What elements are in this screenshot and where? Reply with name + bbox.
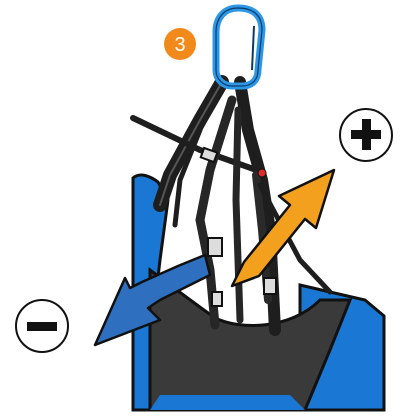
buckle-mid	[212, 292, 222, 306]
step-badge-number: 3	[174, 34, 185, 56]
tighten-arrow	[232, 170, 334, 286]
buckle-red-marker	[258, 169, 266, 177]
plus-badge	[340, 109, 392, 161]
carabiner-icon	[216, 8, 262, 86]
buckle-left	[208, 238, 222, 256]
leg-strap-middle	[236, 110, 240, 320]
minus-badge	[16, 300, 68, 352]
minus-icon	[27, 322, 57, 331]
harness-lower-edge	[150, 395, 305, 410]
step-badge: 3	[164, 28, 196, 60]
buckle-right	[264, 278, 276, 294]
